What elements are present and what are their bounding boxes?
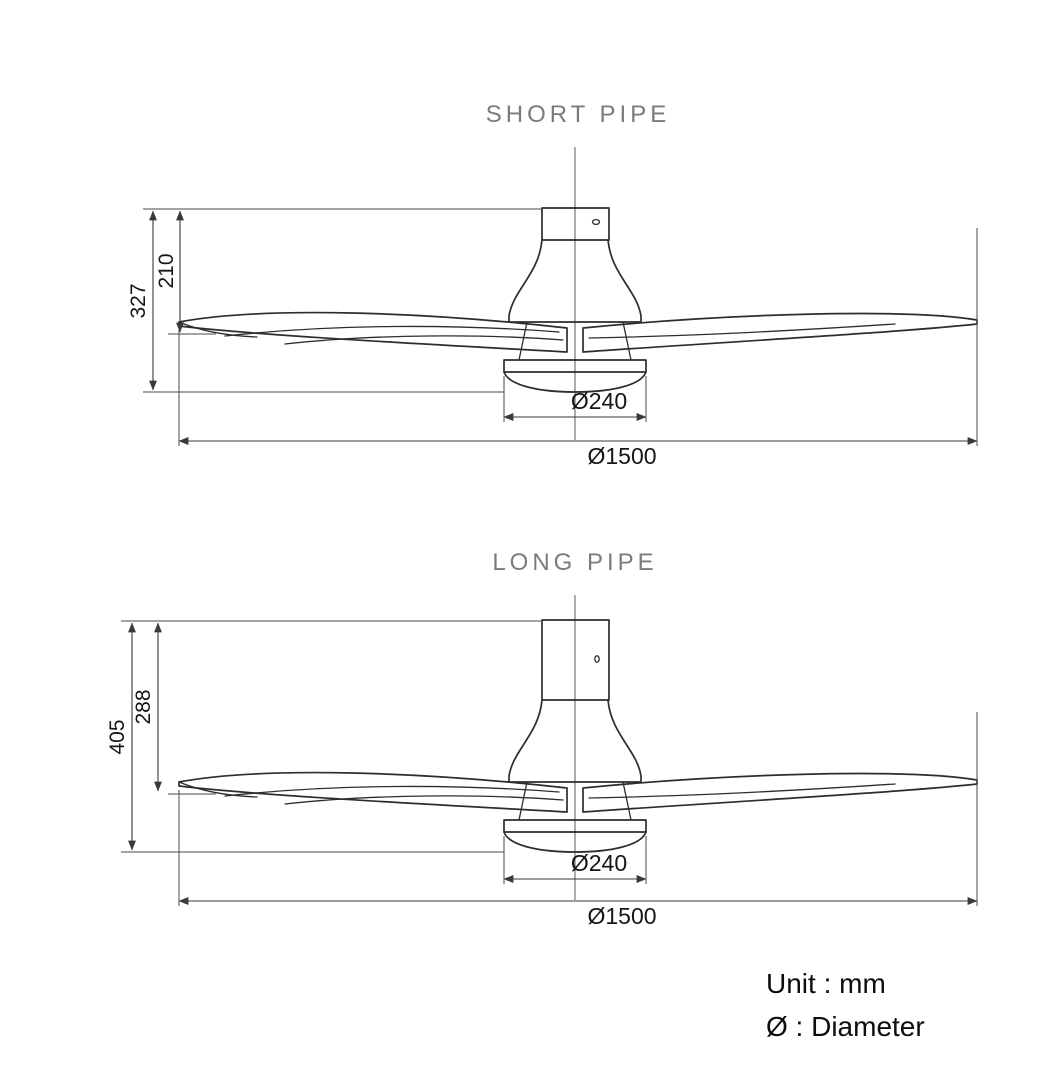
short-pipe-diagram: SHORT PIPE 327 210 Ø240 Ø1500 — [127, 101, 978, 469]
short-pipe-title: SHORT PIPE — [486, 101, 671, 128]
fan-body — [178, 699, 978, 853]
light-diameter-label: Ø240 — [571, 388, 627, 414]
diameter-note: Ø : Diameter — [766, 1011, 925, 1042]
total-height-label: 405 — [106, 719, 129, 754]
housing-height-label: 288 — [132, 689, 155, 724]
fan-body — [178, 239, 978, 393]
mounting-canopy — [541, 207, 610, 241]
sweep-diameter-label: Ø1500 — [587, 443, 656, 469]
long-pipe-diagram: LONG PIPE 405 288 Ø240 Ø1500 — [106, 549, 978, 929]
sweep-diameter-label: Ø1500 — [587, 903, 656, 929]
long-pipe-title: LONG PIPE — [492, 549, 657, 576]
housing-height-label: 210 — [155, 253, 178, 288]
canopy-screw-detail — [591, 218, 601, 226]
light-diameter-label: Ø240 — [571, 850, 627, 876]
pipe-screw-detail — [594, 655, 600, 663]
legend: Unit : mm Ø : Diameter — [766, 968, 925, 1042]
unit-note: Unit : mm — [766, 968, 886, 999]
mounting-canopy-long-pipe — [541, 619, 610, 701]
total-height-label: 327 — [127, 283, 150, 318]
